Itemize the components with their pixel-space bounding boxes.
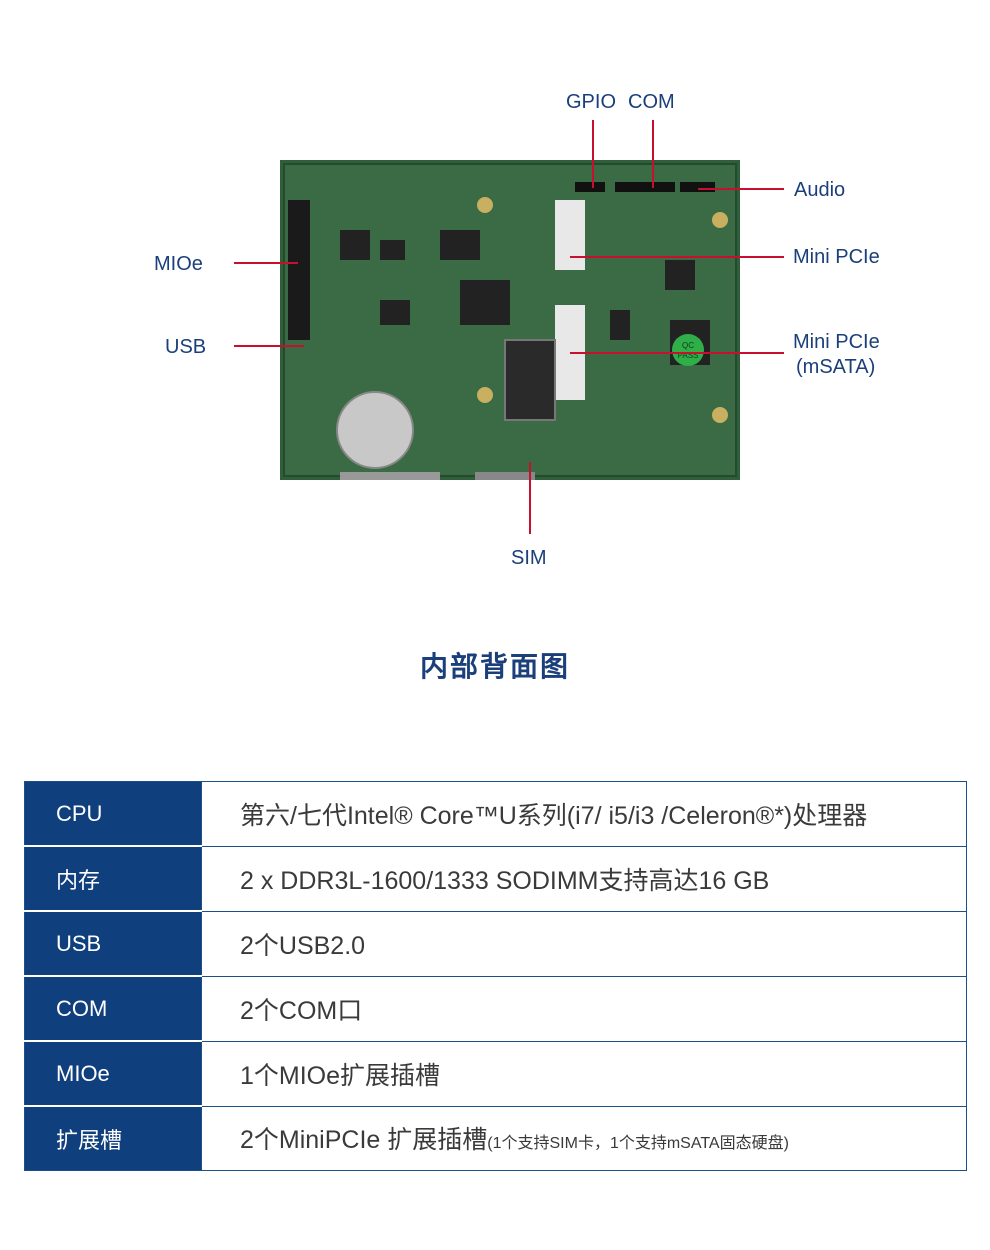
qc-sticker <box>672 334 704 366</box>
usb-leader-line <box>234 345 304 347</box>
spec-value: 2 x DDR3L-1600/1333 SODIMM支持高达16 GB <box>201 845 967 912</box>
spec-key: USB <box>24 910 202 977</box>
sim-leader-line <box>529 462 531 534</box>
motherboard-photo: QC PASS <box>280 160 740 480</box>
motherboard-drawing: QC PASS <box>280 160 740 480</box>
spec-value: 2个USB2.0 <box>201 910 967 977</box>
spec-value: 1个MIOe扩展插槽 <box>201 1040 967 1107</box>
spec-key: 内存 <box>24 845 202 912</box>
spec-value: 第六/七代Intel® Core™U系列(i7/ i5/i3 /Celeron®… <box>201 781 967 847</box>
msata-label: (mSATA) <box>796 356 876 378</box>
com-label: COM <box>628 91 675 113</box>
gpio-leader-line <box>592 120 594 188</box>
minipcie-slot <box>555 200 585 270</box>
audio-label: Audio <box>794 179 846 201</box>
mioe-connector <box>288 200 310 340</box>
com-leader-line <box>652 120 654 188</box>
spec-key: COM <box>24 975 202 1042</box>
minipcie-label: Mini PCIe <box>793 246 880 268</box>
spec-value: 2个COM口 <box>201 975 967 1042</box>
sim-label: SIM <box>511 547 547 569</box>
mioe-label: MIOe <box>154 253 203 275</box>
pass-text: PASS <box>678 351 699 360</box>
minipcie-leader-line <box>570 256 784 258</box>
spec-row-usb: USB 2个USB2.0 <box>24 910 967 977</box>
cmos-battery <box>336 391 414 469</box>
spec-row-memory: 内存 2 x DDR3L-1600/1333 SODIMM支持高达16 GB <box>24 845 967 912</box>
minipcie-msata-label: Mini PCIe <box>793 331 880 353</box>
spec-table: CPU 第六/七代Intel® Core™U系列(i7/ i5/i3 /Cele… <box>24 781 967 1171</box>
spec-row-com: COM 2个COM口 <box>24 975 967 1042</box>
minipcie-msata-leader-line <box>570 352 784 354</box>
spec-key: MIOe <box>24 1040 202 1107</box>
qc-text: QC <box>682 341 694 350</box>
spec-row-expansion: 扩展槽 2个MiniPCIe 扩展插槽(1个支持SIM卡，1个支持mSATA固态… <box>24 1105 967 1171</box>
audio-leader-line <box>698 188 784 190</box>
sim-slot <box>504 339 556 421</box>
spec-key: 扩展槽 <box>24 1105 202 1171</box>
figure-caption: 内部背面图 <box>419 651 570 682</box>
usb-label: USB <box>165 336 207 358</box>
spec-row-cpu: CPU 第六/七代Intel® Core™U系列(i7/ i5/i3 /Cele… <box>24 781 967 847</box>
spec-value: 2个MiniPCIe 扩展插槽 <box>240 1126 488 1155</box>
spec-note: (1个支持SIM卡，1个支持mSATA固态硬盘) <box>487 1135 789 1153</box>
spec-key: CPU <box>24 781 202 847</box>
spec-row-mioe: MIOe 1个MIOe扩展插槽 <box>24 1040 967 1107</box>
mioe-leader-line <box>234 262 298 264</box>
gpio-label: GPIO <box>566 91 617 113</box>
spec-value-cell: 2个MiniPCIe 扩展插槽(1个支持SIM卡，1个支持mSATA固态硬盘) <box>201 1105 967 1171</box>
